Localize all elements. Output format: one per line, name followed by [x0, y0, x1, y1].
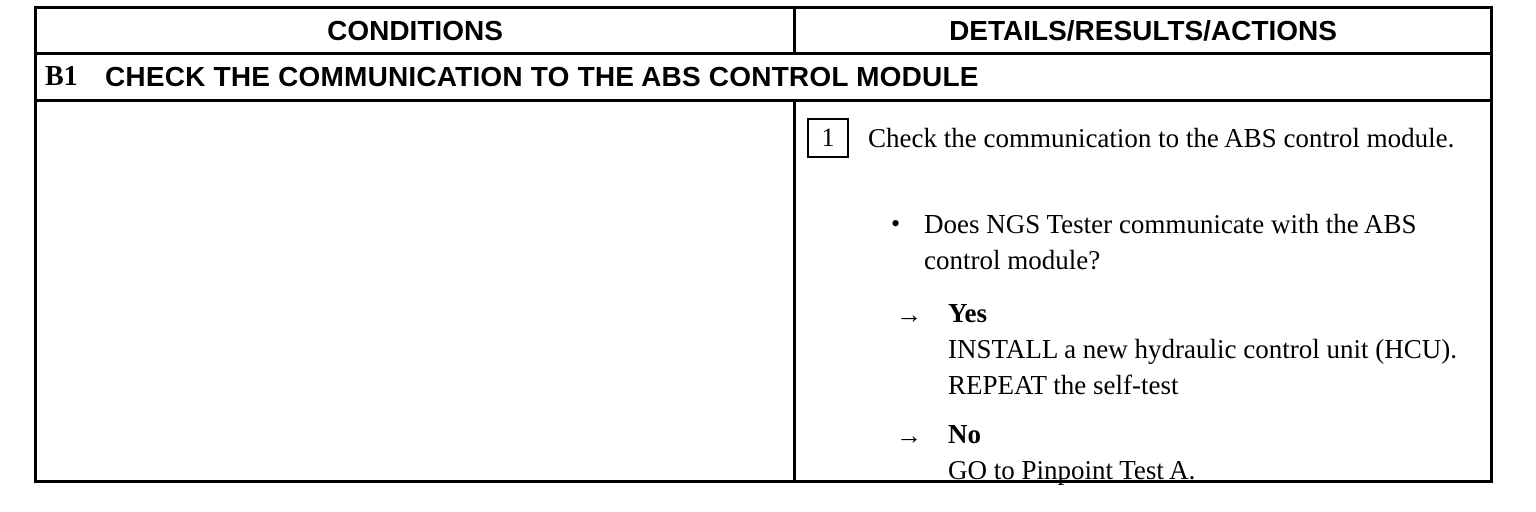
section-title: CHECK THE COMMUNICATION TO THE ABS CONTR…	[105, 61, 979, 92]
step-question: Does NGS Tester communicate with the ABS…	[924, 209, 1417, 275]
arrow-right-icon: →	[896, 300, 922, 329]
details-header: DETAILS/RESULTS/ACTIONS	[949, 14, 1337, 46]
step-number-box: 1	[807, 118, 849, 158]
pinpoint-test-table: CONDITIONS DETAILS/RESULTS/ACTIONS B1 CH…	[34, 6, 1493, 485]
column-divider	[793, 102, 796, 480]
answer-no-action: GO to Pinpoint Test A.	[948, 455, 1196, 485]
header-divider	[793, 9, 796, 52]
header-rule	[37, 52, 1490, 55]
section-rule	[37, 99, 1490, 102]
conditions-cell	[37, 102, 793, 480]
answer-yes-action: INSTALL a new hydraulic control unit (HC…	[948, 334, 1457, 400]
conditions-header: CONDITIONS	[327, 14, 503, 46]
step-instruction: Check the communication to the ABS contr…	[868, 123, 1455, 153]
section-title-row: B1 CHECK THE COMMUNICATION TO THE ABS CO…	[37, 55, 1490, 99]
arrow-right-icon: →	[896, 421, 922, 450]
bullet-icon: •	[891, 209, 901, 238]
details-cell: 1 Check the communication to the ABS con…	[796, 102, 1490, 485]
section-number: B1	[45, 61, 78, 92]
answer-no-label: No	[948, 419, 981, 449]
answer-yes-label: Yes	[948, 298, 987, 328]
